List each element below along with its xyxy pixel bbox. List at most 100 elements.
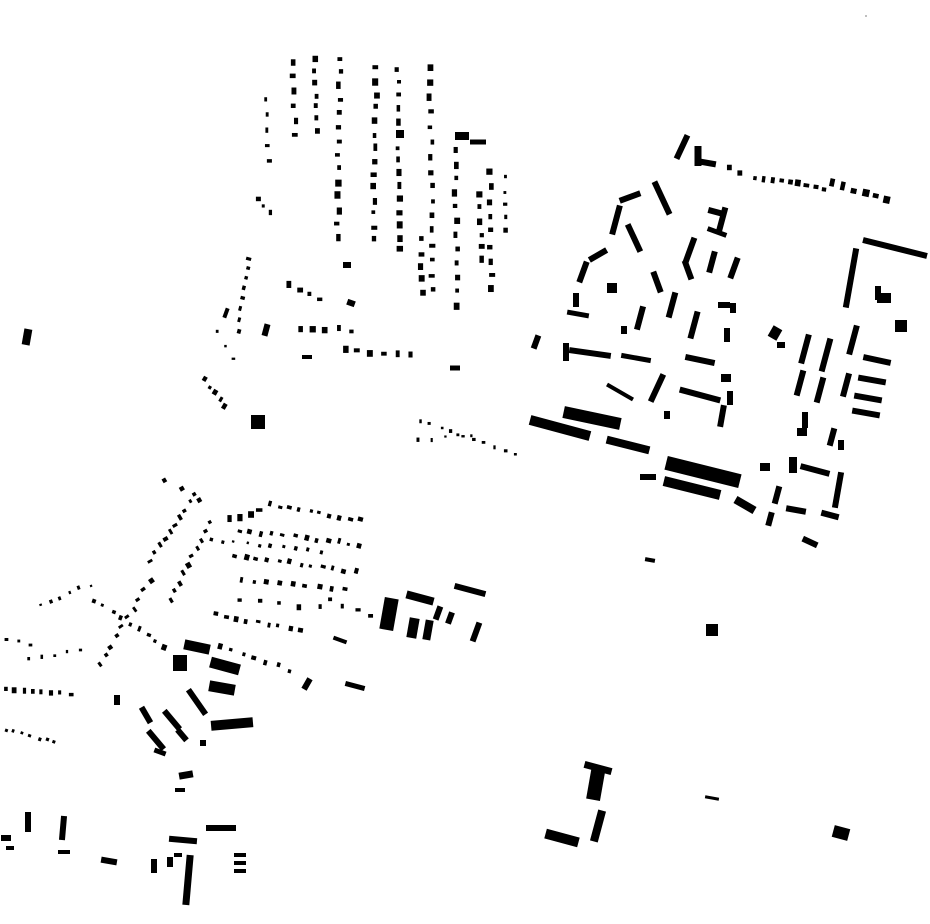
- building: [293, 545, 298, 551]
- building: [222, 307, 230, 319]
- building: [664, 411, 670, 419]
- building: [267, 543, 273, 549]
- building: [224, 344, 227, 348]
- building: [299, 562, 304, 568]
- building: [237, 514, 243, 522]
- building: [530, 334, 542, 350]
- building: [587, 247, 609, 263]
- building: [337, 98, 344, 102]
- building: [488, 213, 493, 220]
- building: [100, 603, 105, 607]
- building: [153, 747, 167, 757]
- building: [875, 286, 881, 300]
- building: [372, 159, 378, 165]
- building: [563, 343, 569, 361]
- building: [566, 309, 590, 319]
- building: [20, 731, 24, 735]
- building: [717, 404, 727, 428]
- building: [430, 139, 435, 145]
- building: [336, 514, 342, 522]
- building: [140, 586, 146, 593]
- building: [313, 103, 318, 109]
- building: [316, 510, 321, 515]
- building: [264, 144, 270, 148]
- building: [248, 511, 255, 518]
- building: [312, 68, 316, 74]
- building: [223, 614, 230, 620]
- building: [813, 184, 819, 190]
- building: [261, 323, 271, 337]
- building: [665, 291, 679, 319]
- building: [396, 105, 401, 112]
- building: [857, 374, 887, 386]
- building: [39, 603, 43, 607]
- building: [296, 604, 302, 611]
- building: [799, 463, 831, 477]
- building: [286, 558, 293, 565]
- building: [237, 317, 242, 323]
- building: [372, 133, 377, 138]
- building: [293, 533, 299, 538]
- building: [371, 210, 376, 214]
- building: [346, 298, 356, 308]
- building: [770, 177, 776, 184]
- building: [218, 396, 224, 403]
- building: [343, 345, 349, 353]
- building: [151, 859, 157, 873]
- building: [168, 597, 174, 604]
- building: [128, 622, 133, 627]
- building: [58, 815, 68, 841]
- building: [177, 580, 183, 587]
- building: [336, 109, 342, 115]
- building: [396, 210, 403, 216]
- building: [6, 846, 14, 850]
- building: [57, 596, 62, 601]
- building: [372, 198, 378, 205]
- building: [287, 669, 292, 674]
- building: [326, 513, 332, 519]
- building: [28, 643, 33, 647]
- building: [161, 708, 183, 732]
- building: [277, 580, 283, 586]
- building: [241, 285, 247, 291]
- building: [227, 515, 232, 523]
- building: [118, 614, 123, 621]
- building: [704, 795, 720, 801]
- building: [371, 225, 378, 230]
- building-footprints: [1, 15, 928, 906]
- building: [91, 598, 97, 604]
- building: [727, 256, 741, 280]
- building: [276, 662, 281, 668]
- building: [828, 178, 836, 187]
- building: [479, 233, 484, 238]
- building: [370, 172, 377, 178]
- building: [251, 415, 265, 429]
- building: [347, 516, 354, 522]
- building: [262, 659, 268, 666]
- building: [405, 590, 435, 606]
- building: [297, 627, 304, 633]
- building: [453, 146, 458, 153]
- building: [147, 558, 153, 564]
- building: [504, 214, 508, 220]
- building: [357, 516, 364, 522]
- building: [418, 275, 425, 282]
- building: [184, 561, 193, 570]
- building: [813, 376, 827, 404]
- building: [4, 637, 9, 642]
- building: [264, 557, 270, 563]
- building: [309, 326, 316, 333]
- building: [342, 586, 348, 592]
- building: [340, 568, 347, 575]
- building: [831, 825, 851, 841]
- building: [277, 601, 281, 605]
- building: [699, 158, 717, 168]
- building: [319, 550, 324, 555]
- building: [161, 477, 168, 484]
- building: [312, 79, 318, 86]
- building: [334, 153, 340, 157]
- building: [478, 243, 485, 249]
- building: [191, 491, 197, 497]
- building: [353, 567, 360, 575]
- building: [346, 542, 351, 547]
